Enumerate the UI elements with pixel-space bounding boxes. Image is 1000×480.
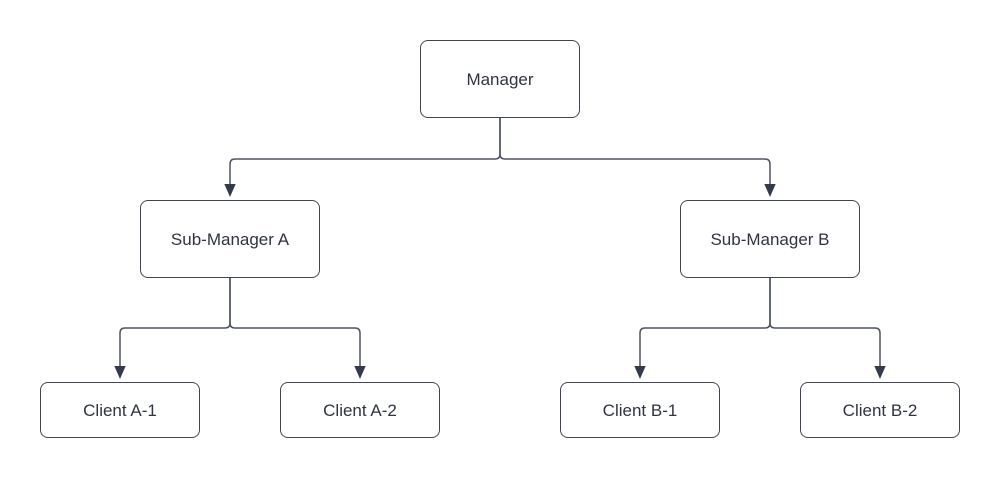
arrowhead-down-icon [224, 184, 236, 197]
connector-sub-manager-b-to-client-b1 [634, 278, 771, 379]
node-client-b1[interactable]: Client B-1 [560, 382, 720, 438]
connector-sub-manager-a-to-client-a1 [114, 278, 231, 379]
node-label: Client B-1 [602, 400, 678, 420]
node-label: Sub-Manager B [710, 229, 830, 249]
node-label: Client A-1 [83, 400, 157, 420]
node-manager[interactable]: Manager [420, 40, 580, 118]
connector-manager-to-sub-manager-a [224, 118, 501, 197]
node-label: Client B-2 [842, 400, 918, 420]
arrowhead-down-icon [634, 366, 646, 379]
node-label: Sub-Manager A [170, 229, 290, 249]
connector-sub-manager-b-to-client-b2 [769, 278, 886, 379]
node-client-a1[interactable]: Client A-1 [40, 382, 200, 438]
node-sub-manager-b[interactable]: Sub-Manager B [680, 200, 860, 278]
node-client-a2[interactable]: Client A-2 [280, 382, 440, 438]
connector-manager-to-sub-manager-b [499, 118, 776, 197]
node-sub-manager-a[interactable]: Sub-Manager A [140, 200, 320, 278]
node-client-b2[interactable]: Client B-2 [800, 382, 960, 438]
arrowhead-down-icon [874, 366, 886, 379]
node-label: Manager [466, 69, 534, 89]
node-label: Client A-2 [323, 400, 397, 420]
connector-sub-manager-a-to-client-a2 [229, 278, 366, 379]
arrowhead-down-icon [354, 366, 366, 379]
arrowhead-down-icon [764, 184, 776, 197]
arrowhead-down-icon [114, 366, 126, 379]
